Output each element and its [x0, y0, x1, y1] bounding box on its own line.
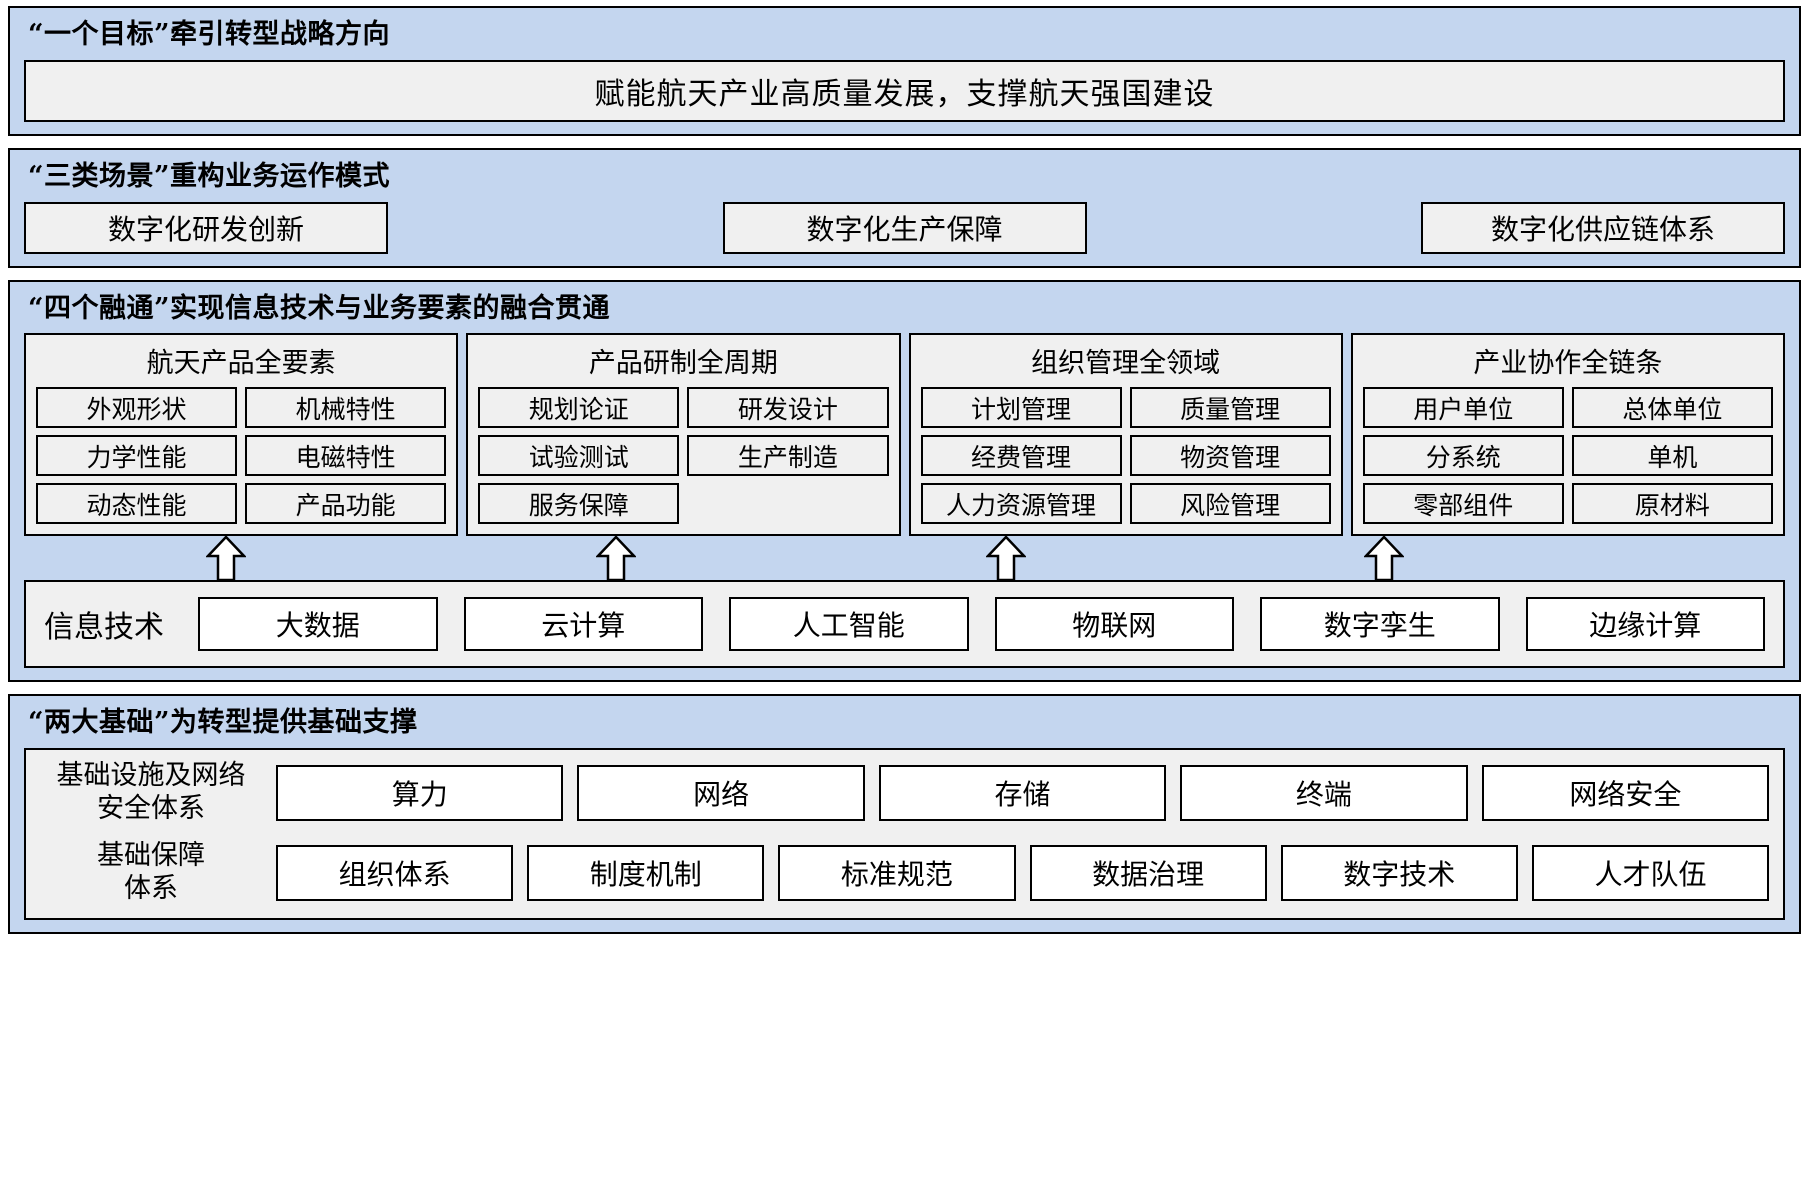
foundation-label-line-2: 安全体系 [97, 792, 205, 824]
fusion-chip-grid: 规划论证 研发设计 试验测试 生产制造 服务保障 [478, 387, 889, 525]
fusion-chip[interactable]: 产品功能 [245, 483, 447, 525]
technology-box-edge-computing[interactable]: 边缘计算 [1525, 597, 1765, 652]
fusion-column-title: 产业协作全链条 [1473, 348, 1663, 380]
fusion-column-industry-chain: 产业协作全链条 用户单位 总体单位 分系统 单机 零部组件 原材料 [1350, 333, 1785, 537]
fusion-chip[interactable]: 分系统 [1362, 435, 1564, 477]
foundation-box-institutional-mechanism[interactable]: 制度机制 [527, 844, 765, 901]
section-three-scenarios-title: “三类场景”重构业务运作模式 [28, 160, 391, 192]
technology-box-artificial-intelligence[interactable]: 人工智能 [729, 597, 969, 652]
fusion-chip[interactable]: 力学性能 [36, 435, 238, 477]
fusion-column-development-lifecycle: 产品研制全周期 规划论证 研发设计 试验测试 生产制造 服务保障 [466, 333, 901, 537]
fusion-column-product-elements: 航天产品全要素 外观形状 机械特性 力学性能 电磁特性 动态性能 产品功能 [24, 333, 459, 537]
technology-box-big-data[interactable]: 大数据 [198, 597, 438, 652]
section-three-scenarios: “三类场景”重构业务运作模式 数字化研发创新 数字化生产保障 数字化供应链体系 [8, 147, 1801, 268]
goal-statement-box: 赋能航天产业高质量发展，支撑航天强国建设 [24, 59, 1785, 122]
fusion-chip[interactable]: 经费管理 [920, 435, 1122, 477]
scenario-box-production-assurance[interactable]: 数字化生产保障 [722, 201, 1087, 254]
section-two-foundations: “两大基础”为转型提供基础支撑 基础设施及网络 安全体系 算力 网络 存储 终端… [8, 694, 1801, 934]
fusion-chip[interactable]: 用户单位 [1362, 387, 1564, 429]
section-four-integrations: “四个融通”实现信息技术与业务要素的融合贯通 航天产品全要素 外观形状 机械特性… [8, 279, 1801, 683]
scenario-box-supply-chain[interactable]: 数字化供应链体系 [1421, 201, 1785, 254]
section-one-goal-title: “一个目标”牵引转型战略方向 [28, 19, 391, 50]
fusion-chip-grid: 计划管理 质量管理 经费管理 物资管理 人力资源管理 风险管理 [920, 387, 1331, 525]
fusion-chip[interactable]: 电磁特性 [245, 435, 447, 477]
fusion-chip[interactable]: 风险管理 [1129, 483, 1331, 525]
scenario-box-rd-innovation[interactable]: 数字化研发创新 [24, 201, 388, 254]
fusion-column-organization-management: 组织管理全领域 计划管理 质量管理 经费管理 物资管理 人力资源管理 风险管理 [908, 333, 1343, 537]
foundation-box-storage[interactable]: 存储 [878, 764, 1167, 821]
foundation-row-label: 基础设施及网络 安全体系 [40, 760, 262, 826]
technology-box-internet-of-things[interactable]: 物联网 [994, 597, 1234, 652]
foundation-box-talent-team[interactable]: 人才队伍 [1531, 844, 1770, 901]
arrow-up-icon [1364, 536, 1404, 581]
fusion-chip[interactable]: 规划论证 [478, 387, 680, 429]
fusion-chip[interactable]: 质量管理 [1129, 387, 1331, 429]
fusion-chip-grid: 外观形状 机械特性 力学性能 电磁特性 动态性能 产品功能 [36, 387, 447, 525]
fusion-chip[interactable]: 零部组件 [1362, 483, 1564, 525]
fusion-column-title: 组织管理全领域 [1031, 348, 1221, 380]
fusion-column-row: 航天产品全要素 外观形状 机械特性 力学性能 电磁特性 动态性能 产品功能 产品… [24, 333, 1785, 537]
section-four-integrations-title: “四个融通”实现信息技术与业务要素的融合贯通 [28, 292, 611, 324]
foundation-box-network[interactable]: 网络 [577, 764, 865, 821]
fusion-chip[interactable]: 生产制造 [687, 435, 889, 477]
fusion-column-title: 航天产品全要素 [146, 348, 336, 380]
arrow-up-icon [986, 536, 1026, 581]
fusion-chip[interactable]: 总体单位 [1571, 387, 1773, 429]
fusion-chip[interactable]: 外观形状 [36, 387, 238, 429]
foundation-label-line-1: 基础设施及网络 [56, 760, 246, 791]
arrow-up-icon [596, 536, 636, 581]
fusion-chip[interactable]: 单机 [1571, 435, 1773, 477]
section-two-foundations-title: “两大基础”为转型提供基础支撑 [28, 707, 418, 739]
fusion-chip[interactable]: 物资管理 [1129, 435, 1331, 477]
fusion-chip[interactable]: 原材料 [1571, 483, 1773, 525]
foundation-box-organization-system[interactable]: 组织体系 [276, 844, 514, 901]
foundation-box-terminal[interactable]: 终端 [1180, 764, 1468, 821]
foundation-row-support-system: 基础保障 体系 组织体系 制度机制 标准规范 数据治理 数字技术 人才队伍 [40, 840, 1770, 906]
foundation-label-line-1: 基础保障 [97, 839, 205, 871]
foundation-row-infrastructure: 基础设施及网络 安全体系 算力 网络 存储 终端 网络安全 [40, 760, 1770, 826]
fusion-chip[interactable]: 动态性能 [36, 483, 238, 525]
information-technology-label: 信息技术 [44, 610, 164, 646]
fusion-chip[interactable]: 服务保障 [478, 483, 680, 525]
foundation-box-data-governance[interactable]: 数据治理 [1029, 844, 1267, 901]
technology-box-digital-twin[interactable]: 数字孪生 [1260, 597, 1500, 652]
fusion-chip[interactable]: 人力资源管理 [920, 483, 1122, 525]
fusion-chip[interactable]: 计划管理 [920, 387, 1122, 429]
fusion-chip[interactable]: 试验测试 [478, 435, 680, 477]
scenario-box-row: 数字化研发创新 数字化生产保障 数字化供应链体系 [24, 201, 1785, 254]
section-one-goal: “一个目标”牵引转型战略方向 赋能航天产业高质量发展，支撑航天强国建设 [8, 6, 1801, 136]
arrow-up-icon [206, 536, 246, 581]
technology-box-cloud-computing[interactable]: 云计算 [463, 597, 703, 652]
fusion-chip[interactable]: 研发设计 [687, 387, 889, 429]
foundation-label-line-2: 体系 [124, 872, 178, 904]
information-technology-strip: 信息技术 大数据 云计算 人工智能 物联网 数字孪生 边缘计算 [24, 580, 1785, 669]
fusion-chip[interactable]: 机械特性 [245, 387, 447, 429]
foundation-box-standards[interactable]: 标准规范 [778, 844, 1016, 901]
foundation-row-label: 基础保障 体系 [40, 840, 262, 906]
fusion-column-title: 产品研制全周期 [588, 348, 778, 380]
fusion-chip-grid: 用户单位 总体单位 分系统 单机 零部组件 原材料 [1362, 387, 1773, 525]
foundation-box-digital-technology[interactable]: 数字技术 [1280, 844, 1518, 901]
foundations-inner-panel: 基础设施及网络 安全体系 算力 网络 存储 终端 网络安全 基础保障 体系 组织… [24, 748, 1785, 920]
foundation-box-computing-power[interactable]: 算力 [276, 764, 564, 821]
arrow-connector-row [24, 536, 1785, 581]
foundation-box-network-security[interactable]: 网络安全 [1481, 764, 1770, 821]
